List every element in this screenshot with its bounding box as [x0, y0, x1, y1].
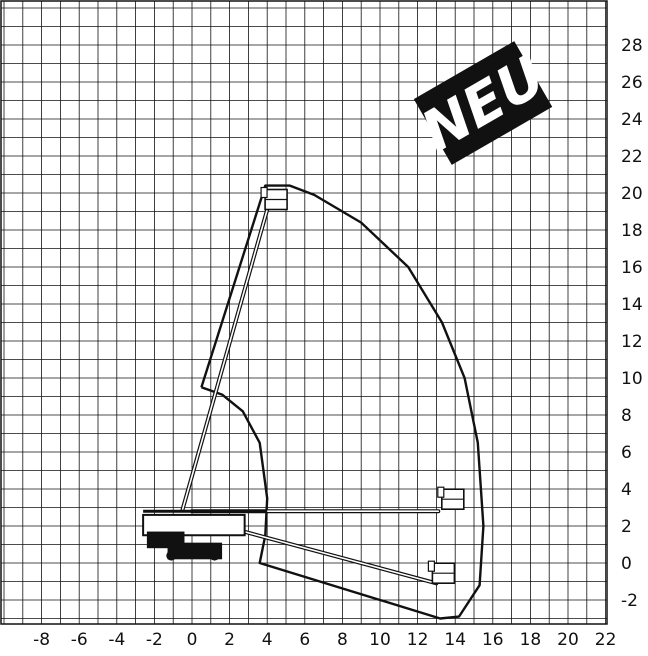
x-tick-label: 4 [262, 630, 273, 650]
y-tick-label: 26 [621, 73, 643, 93]
basket-top [260, 186, 288, 211]
y-tick-label: 24 [621, 110, 643, 130]
x-tick-label: 8 [337, 630, 348, 650]
y-tick-label: 8 [621, 406, 632, 426]
x-tick-label: 22 [595, 630, 617, 650]
x-tick-label: 20 [557, 630, 579, 650]
envelope-line [200, 184, 485, 620]
y-tick-label: 22 [621, 147, 643, 167]
y-tick-label: 16 [621, 258, 643, 278]
y-tick-label: 2 [621, 517, 632, 537]
x-tick-label: 12 [407, 630, 429, 650]
x-tick-label: 16 [482, 630, 504, 650]
x-tick-label: -2 [146, 630, 163, 650]
y-tick-label: 4 [621, 480, 632, 500]
x-tick-label: 18 [520, 630, 542, 650]
y-tick-label: 12 [621, 332, 643, 352]
x-tick-label: -8 [33, 630, 50, 650]
x-tick-label: -4 [108, 630, 125, 650]
y-tick-label: 20 [621, 184, 643, 204]
neu-badge: NEU [411, 41, 557, 165]
y-tick-label: 28 [621, 36, 643, 56]
boom-vertical [180, 207, 270, 512]
y-tick-label: 6 [621, 443, 632, 463]
x-tick-label: 14 [444, 630, 466, 650]
x-tick-label: 0 [187, 630, 198, 650]
basket-horizontal [437, 486, 465, 511]
y-tick-label: -2 [621, 591, 638, 611]
y-tick-label: 18 [621, 221, 643, 241]
y-tick-label: 0 [621, 554, 632, 574]
aerial-platform-drawing [142, 186, 465, 586]
x-tick-label: -6 [71, 630, 88, 650]
working-envelope [200, 184, 485, 620]
y-tick-label: 14 [621, 295, 643, 315]
basket-low [427, 560, 456, 585]
x-tick-label: 10 [369, 630, 391, 650]
plot-frame [0, 0, 608, 625]
x-tick-label: 6 [299, 630, 310, 650]
y-tick-label: 10 [621, 369, 643, 389]
neu-badge-background [413, 41, 553, 165]
machine-chassis [142, 509, 268, 561]
x-tick-label: 2 [224, 630, 235, 650]
